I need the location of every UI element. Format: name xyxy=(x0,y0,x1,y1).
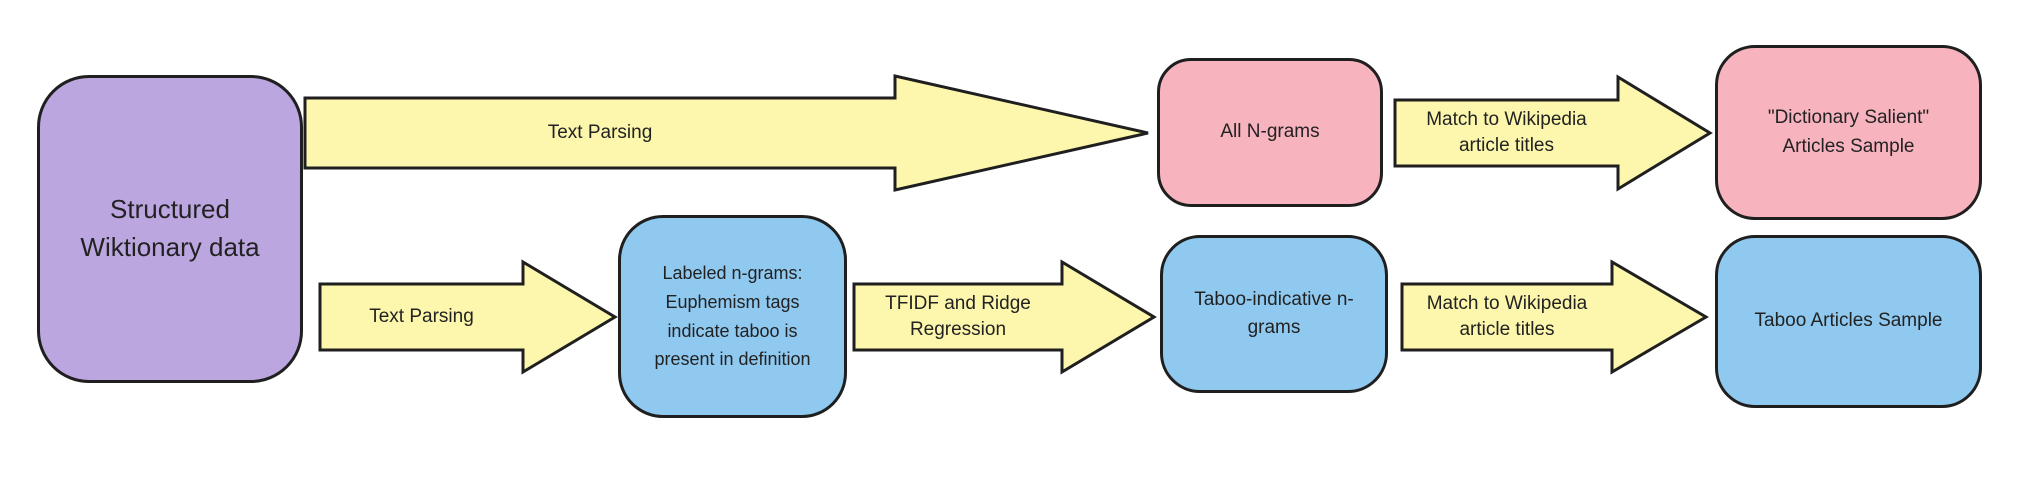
arrow-top-text-parsing-icon xyxy=(303,74,1149,192)
node-labeled-ngrams: Labeled n-grams: Euphemism tags indicate… xyxy=(618,215,847,418)
arrow-bottom-match-icon xyxy=(1400,259,1709,375)
arrow-label-match-wikipedia-top: Match to Wikipedia article titles xyxy=(1426,109,1587,156)
arrow-shape xyxy=(852,259,1157,375)
node-all-ngrams: All N-grams xyxy=(1157,58,1383,207)
arrow-bottom-text-parsing-icon xyxy=(318,259,618,375)
arrow-label-match-wikipedia-bottom: Match to Wikipedia article titles xyxy=(1426,293,1588,340)
arrow-shape xyxy=(1400,259,1709,375)
arrow-label-text-parsing-bottom: Text Parsing xyxy=(369,306,474,328)
arrow-shape xyxy=(1393,74,1713,192)
arrow-shape xyxy=(303,74,1149,192)
node-taboo-indicative-ngrams: Taboo-indicative n- grams xyxy=(1160,235,1388,393)
node-structured-wiktionary-data: Structured Wiktionary data xyxy=(37,75,303,383)
node-taboo-articles-sample: Taboo Articles Sample xyxy=(1715,235,1982,408)
node-dictionary-salient-articles-sample: "Dictionary Salient" Articles Sample xyxy=(1715,45,1982,220)
arrow-top-match-icon xyxy=(1393,74,1713,192)
arrow-tfidf-ridge-regression-icon xyxy=(852,259,1157,375)
arrow-label-tfidf-ridge-regression: TFIDF and Ridge Regression xyxy=(885,293,1031,340)
arrow-label-text-parsing-top: Text Parsing xyxy=(547,122,653,144)
arrow-shape xyxy=(318,259,618,375)
